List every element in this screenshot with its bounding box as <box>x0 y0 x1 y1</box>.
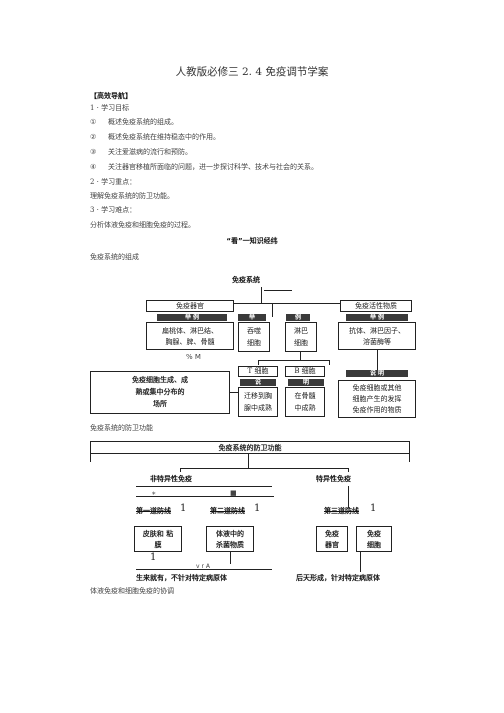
defense-label: 免疫系统的防卫功能 <box>90 424 153 432</box>
stray-mark: ■ <box>230 489 237 497</box>
mark: 1 <box>150 552 157 563</box>
b-cell-label: B 细胞 <box>294 367 316 375</box>
footer-label: 体液免疫和细胞免疫的协调 <box>90 587 174 595</box>
objective-num: ② <box>90 133 97 141</box>
difficulties-heading: 3 · 学习难点： <box>90 206 137 214</box>
cells-header-left: 举 <box>238 314 266 321</box>
acquired-desc: 后天形成，针对特定病原体 <box>296 574 380 582</box>
organs-header: 举 例 <box>157 314 227 321</box>
active-examples: 抗体、淋巴因子、 溶菌酶等 <box>338 322 416 350</box>
active-line: 抗体、淋巴因子、 <box>349 327 405 335</box>
lymphocyte-line: 淋巴 <box>294 327 308 335</box>
objective-text: 关注爱滋病的流行和预防。 <box>108 148 192 156</box>
t-desc-box: 迁移到胸 腺中成熟 <box>238 387 278 417</box>
nonspecific-label: 非特异性免疫 <box>150 475 192 483</box>
page-title: 人教版必修三 2. 4 免疫调节学案 <box>175 66 329 78</box>
active-desc-line: 细胞产生的发挥 <box>352 395 402 403</box>
guide-heading: 【高效导航】 <box>90 92 132 100</box>
organs-note: % M <box>186 353 201 361</box>
organs-line: 胸腺、脾、骨髓 <box>165 338 215 346</box>
organs-line: 扁桃体、淋巴结、 <box>162 327 218 335</box>
mark: 1 <box>370 503 377 514</box>
second-line-label: 第二道防线 <box>210 507 245 515</box>
phagocyte-line: 吞噬 <box>247 327 261 335</box>
active-line: 溶菌酶等 <box>363 338 391 346</box>
stray-mark: * <box>152 491 156 499</box>
b-desc-line: 中成熟 <box>294 404 316 412</box>
objective-text: 关注器官移植所面临的问题，进一步探讨科学、技术与社会的关系。 <box>108 163 318 171</box>
explain-right: 明 <box>288 379 324 386</box>
mark: 1 <box>254 503 261 514</box>
objectives-heading: 1 · 学习目标 <box>90 104 130 112</box>
innate-desc: 生来就有，不针对特定病原体 <box>136 574 227 582</box>
active-desc-line: 免疫作用的物质 <box>352 406 402 414</box>
active-substance-label: 免疫活性物质 <box>355 302 397 310</box>
t-cell-box: T 细胞 <box>238 366 278 377</box>
phagocyte-line: 细胞 <box>247 339 261 347</box>
t-cell-label: T 细胞 <box>247 367 269 375</box>
lymphocyte-line: 细胞 <box>294 339 308 347</box>
immune-organs-line: 免疫 <box>325 530 339 538</box>
composition-label: 免疫系统的组成 <box>90 253 139 261</box>
section-heading: “看”一知识经纬 <box>226 237 278 245</box>
active-substance-box: 免疫活性物质 <box>340 300 412 312</box>
active-header: 举 例 <box>346 314 408 321</box>
phagocyte-box: 吞噬 细胞 <box>238 322 270 352</box>
organs-examples: 扁桃体、淋巴结、 胸腺、脾、骨髓 <box>146 322 234 350</box>
skin-line: 膜 <box>154 541 162 549</box>
mark: 1 <box>180 503 187 514</box>
side-note-line: 免疫细胞生成、成 <box>132 376 188 384</box>
difficulties-text: 分析体液免疫和细胞免疫的过程。 <box>90 221 195 229</box>
cells-header-right: 例 <box>286 314 310 321</box>
objective-text: 概述免疫系统在维持稳态中的作用。 <box>108 133 220 141</box>
organs-label: 免疫器官 <box>176 302 204 310</box>
key-points-heading: 2 · 学习重点： <box>90 178 137 186</box>
defense-title: 免疫系统的防卫功能 <box>218 444 282 452</box>
body-fluid-line: 杀菌物质 <box>216 541 244 549</box>
first-line-label: 第一道防线 <box>136 507 171 515</box>
skin-line: 皮肤和 粘 <box>142 530 174 538</box>
objective-text: 概述免疫系统的组成。 <box>108 118 178 126</box>
b-cell-box: B 细胞 <box>285 366 325 377</box>
active-explain: 说 明 <box>346 370 408 377</box>
b-desc-box: 在骨髓 中成熟 <box>285 387 325 417</box>
explain-left: 说 <box>240 379 276 386</box>
immune-cells-line: 细胞 <box>367 541 381 549</box>
stray-mark: v r A <box>196 563 210 570</box>
specific-label: 特异性免疫 <box>316 475 351 483</box>
t-desc-line: 腺中成熟 <box>244 404 272 412</box>
t-desc-line: 迁移到胸 <box>244 392 272 400</box>
immune-organs-line: 器官 <box>325 541 339 549</box>
third-line-label: 第三道防线 <box>324 507 359 515</box>
organs-box: 免疫器官 <box>146 300 234 312</box>
defense-title-box: 免疫系统的防卫功能 <box>90 441 410 454</box>
active-desc: 免疫细胞或其他 细胞产生的发挥 免疫作用的物质 <box>338 380 416 418</box>
root-node: 免疫系统 <box>232 276 260 284</box>
objective-num: ① <box>90 118 97 126</box>
body-fluid-line: 体液中的 <box>216 530 244 538</box>
b-desc-line: 在骨髓 <box>294 392 316 400</box>
immune-cells-line: 免疫 <box>367 530 381 538</box>
immune-organs-box: 免疫 器官 <box>316 526 348 552</box>
lymphocyte-box: 淋巴 细胞 <box>285 322 317 352</box>
objective-num: ④ <box>90 163 97 171</box>
skin-box: 皮肤和 粘 膜 <box>134 526 182 552</box>
side-note-line: 场所 <box>153 400 167 408</box>
side-note-box: 免疫细胞生成、成 熟或集中分布的 场所 <box>90 371 230 414</box>
body-fluid-box: 体液中的 杀菌物质 <box>206 526 254 552</box>
immune-cells-box: 免疫 细胞 <box>356 526 392 552</box>
active-desc-line: 免疫细胞或其他 <box>352 384 402 392</box>
objective-num: ③ <box>90 148 97 156</box>
side-note-line: 熟或集中分布的 <box>135 388 185 396</box>
key-points-text: 理解免疫系统的防卫功能。 <box>90 192 174 200</box>
